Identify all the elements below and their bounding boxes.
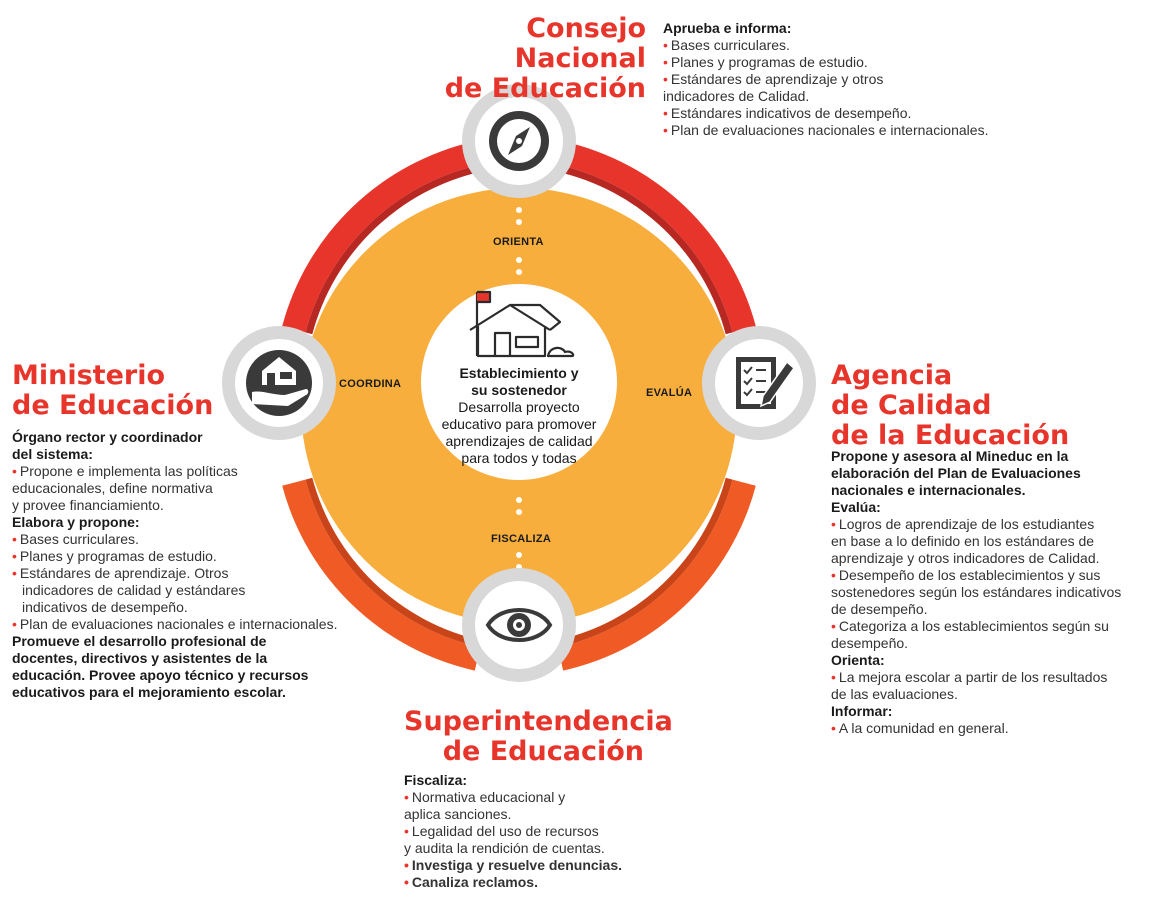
checklist-pencil-icon (736, 357, 796, 409)
center-description: Establecimiento y su sostenedor Desarrol… (441, 365, 597, 466)
agencia-title: Agencia de Calidad de la Educación (831, 360, 1070, 451)
center-circle (421, 284, 617, 480)
ministerio-title: Ministerio de Educación (12, 360, 214, 421)
superintendencia-details: Fiscaliza: Normativa educacional y aplic… (404, 772, 664, 891)
outer-ring (282, 141, 756, 671)
label-evalua: EVALÚA (646, 387, 693, 399)
ministerio-node[interactable] (222, 326, 336, 440)
superintendencia-title: Superintendencia de Educación (404, 706, 673, 767)
label-coordina: COORDINA (339, 378, 402, 390)
superintendencia-node[interactable] (462, 568, 576, 682)
house-in-hand-icon (246, 350, 312, 416)
agencia-details: Propone y asesora al Mineduc en la elabo… (831, 448, 1149, 737)
consejo-node[interactable] (462, 84, 576, 198)
compass-icon (489, 111, 549, 171)
eye-icon (485, 608, 553, 642)
label-orienta: ORIENTA (493, 236, 544, 248)
label-fiscaliza: FISCALIZA (491, 533, 552, 545)
agencia-node[interactable] (702, 326, 816, 440)
school-building-icon (469, 290, 575, 358)
consejo-title: Consejo Nacional de Educación (444, 13, 646, 104)
ministerio-details: Órgano rector y coordinador del sistema:… (12, 429, 382, 701)
consejo-details: Aprueba e informa: Bases curriculares. P… (663, 20, 1083, 139)
